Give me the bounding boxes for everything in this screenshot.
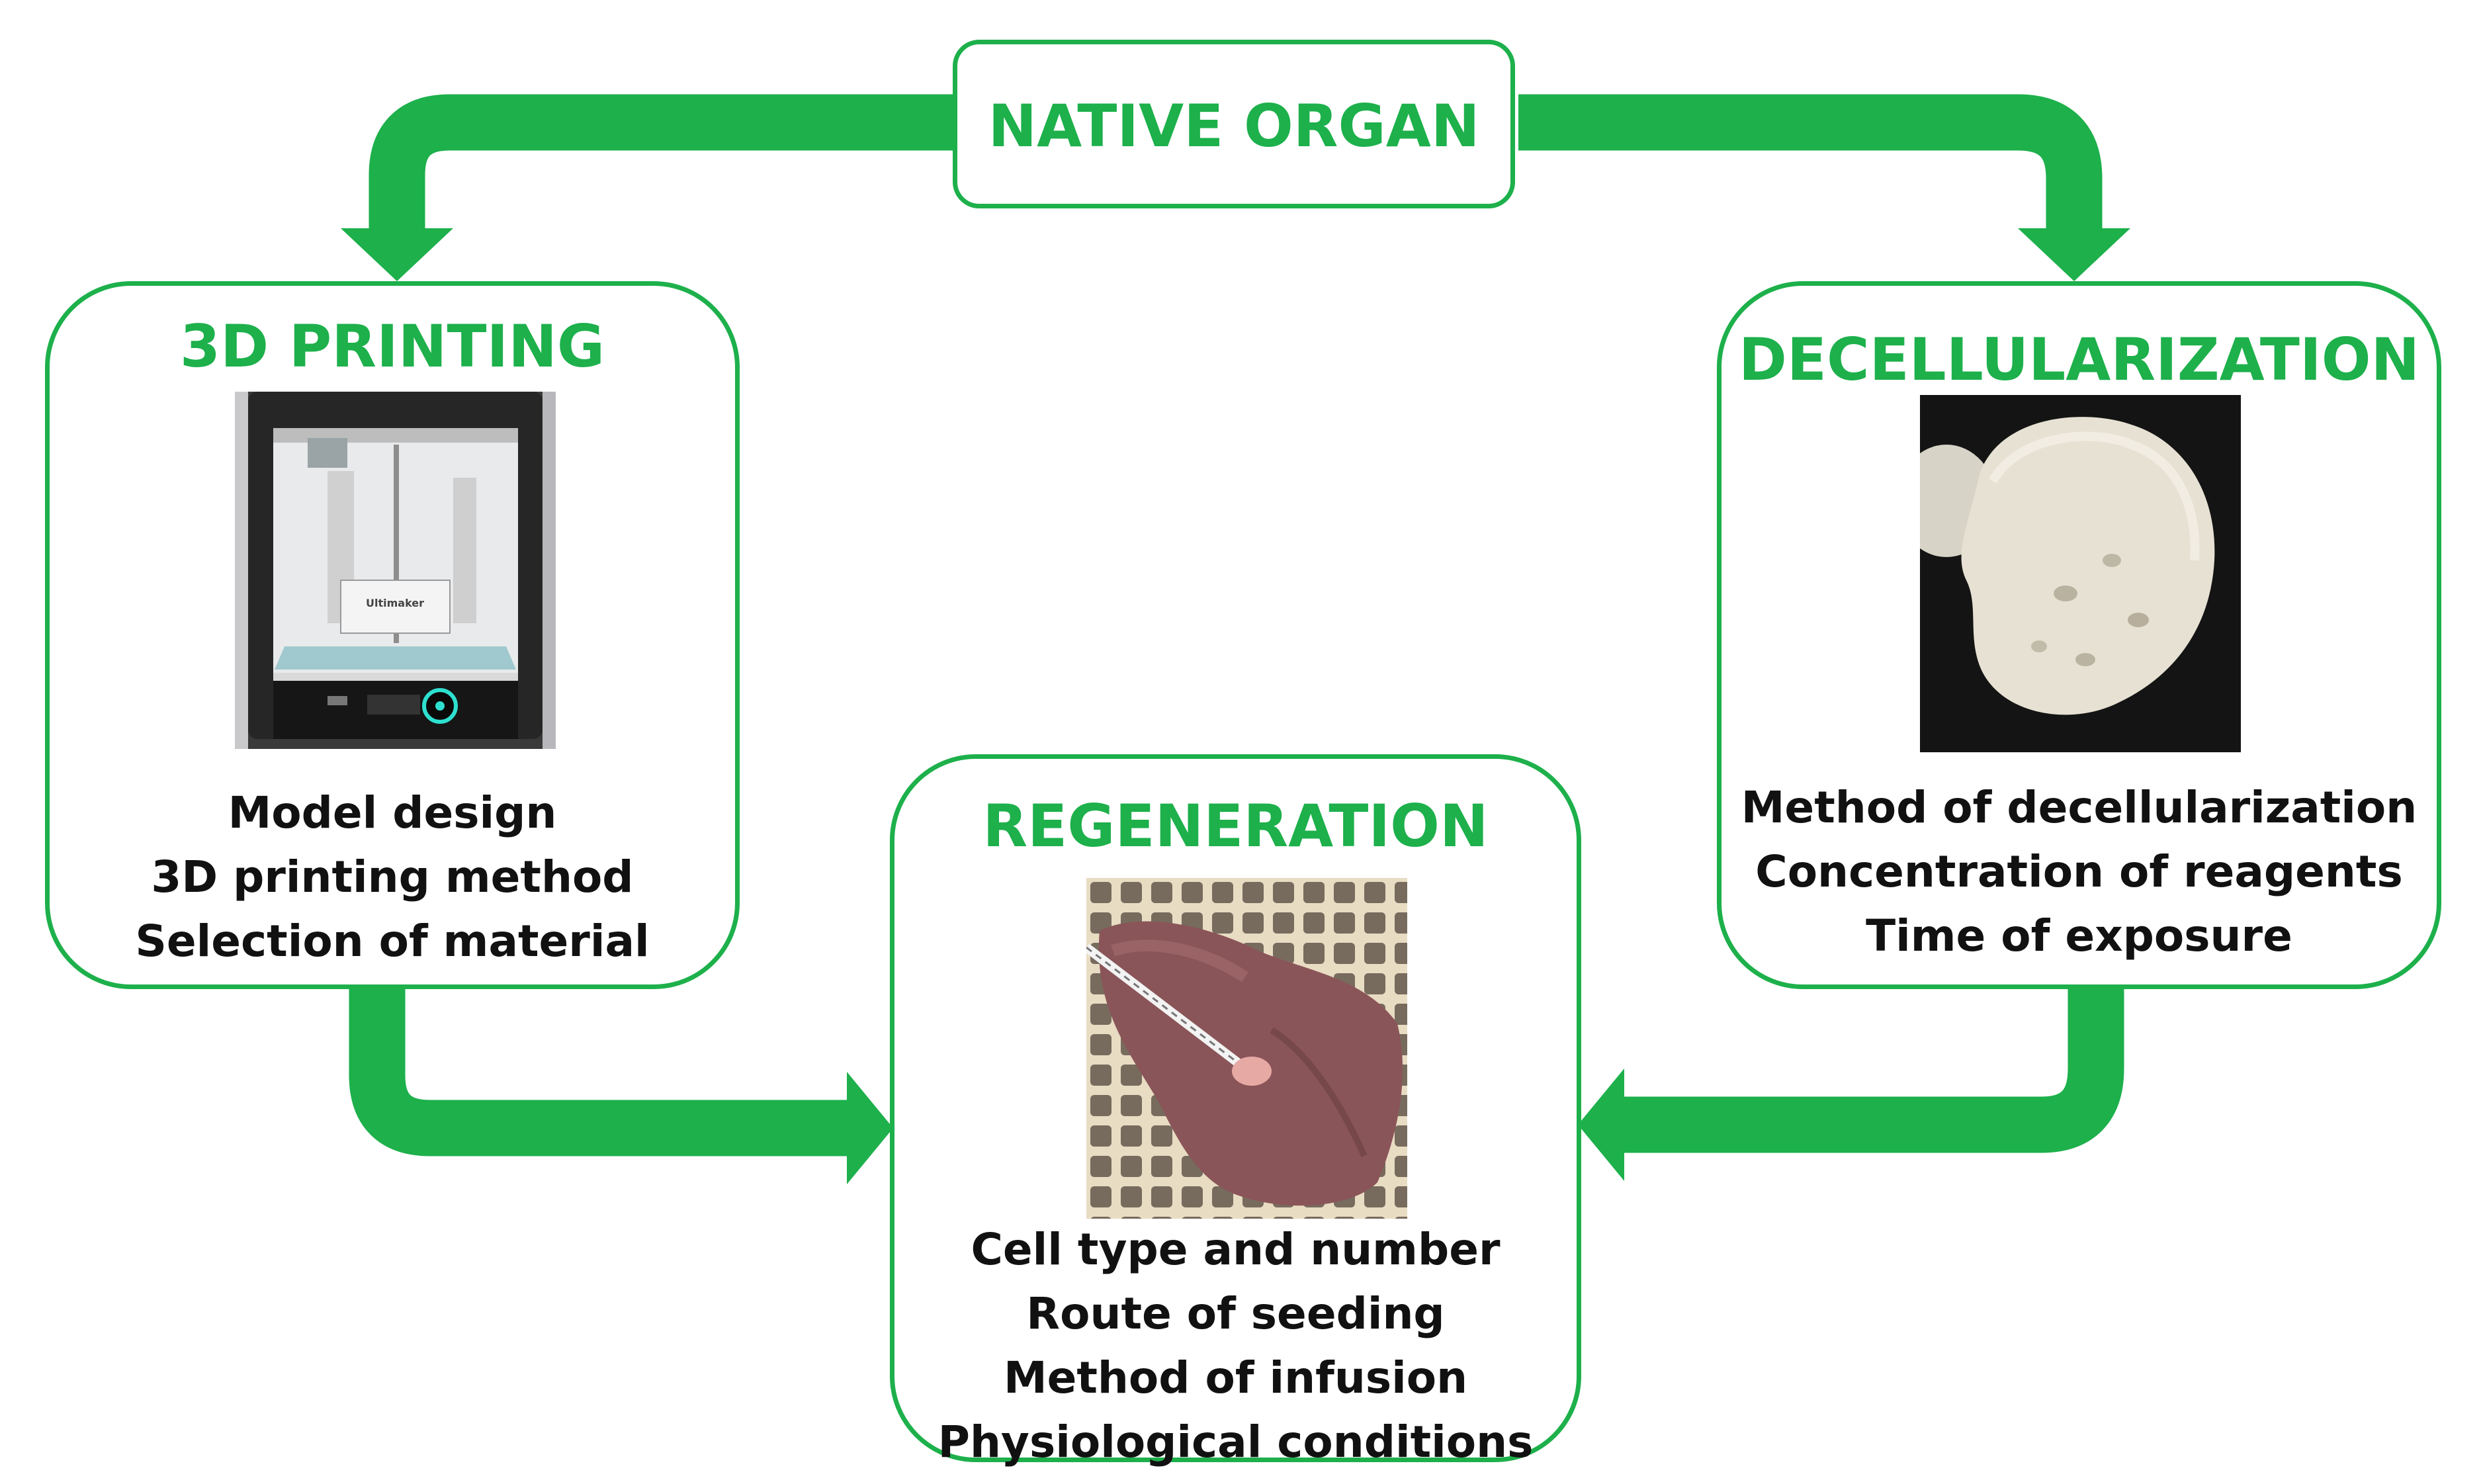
arrowhead-regen-left: [847, 1072, 893, 1184]
decellularization-title: DECELLULARIZATION: [1738, 326, 2420, 394]
arrowhead-regen-right: [1578, 1069, 1624, 1181]
regeneration-item: Method of infusion: [1003, 1352, 1468, 1403]
decellularization-item: Concentration of reagents: [1755, 846, 2403, 897]
arrow-decell-to-regen: [1621, 989, 2124, 1153]
printing-item: 3D printing method: [151, 851, 634, 902]
arrowhead-decell: [2018, 228, 2130, 281]
native-organ-node: NATIVE ORGAN: [953, 40, 1515, 208]
regeneration-item: Route of seeding: [1026, 1288, 1445, 1339]
arrowhead-printing: [341, 228, 453, 281]
arrow-printing-to-regen: [349, 989, 853, 1157]
arrow-native-to-decell: [1518, 94, 2103, 228]
arrow-native-to-printing: [369, 94, 953, 228]
printing-title: 3D PRINTING: [179, 312, 605, 380]
printing-item: Model design: [228, 787, 557, 838]
regeneration-node: REGENERATION Cell type and number: [890, 754, 1581, 1467]
native-organ-title: NATIVE ORGAN: [988, 92, 1480, 160]
printer-photo: Ultimaker: [235, 392, 556, 749]
decellularization-item: Method of decellularization: [1741, 782, 2418, 833]
regeneration-title: REGENERATION: [982, 792, 1489, 860]
decellularization-node: DECELLULARIZATION Method of decellulariz…: [1717, 281, 2441, 989]
printing-node: 3D PRINTING Ultimaker: [45, 281, 740, 989]
decellularization-items: Method of decellularization Concentratio…: [1721, 775, 2437, 968]
regeneration-item: Physiological conditions: [937, 1417, 1534, 1467]
printing-items: Model design 3D printing method Selectio…: [50, 781, 735, 973]
decellularization-item: Time of exposure: [1866, 910, 2292, 961]
printing-item: Selection of material: [135, 916, 650, 967]
printer-brand-label: Ultimaker: [366, 597, 424, 609]
decellularized-organ-photo: [1920, 395, 2241, 752]
organ-seeding-photo: [1086, 878, 1407, 1219]
regeneration-items: Cell type and number Route of seeding Me…: [894, 1217, 1577, 1474]
regeneration-item: Cell type and number: [971, 1224, 1501, 1275]
